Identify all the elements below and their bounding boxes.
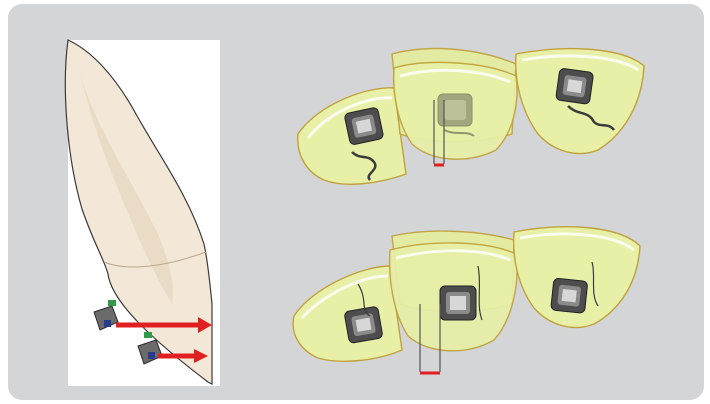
transfer-tray-bottom-icon [293, 227, 640, 373]
diagram-canvas [8, 4, 704, 400]
figure-background [8, 4, 704, 400]
transfer-tray-top-icon [298, 49, 644, 185]
marker-blue-icon [148, 352, 155, 359]
bracket-icon [344, 306, 383, 343]
bracket-icon [551, 278, 588, 313]
marker-green-icon [144, 332, 152, 338]
marker-green-icon [108, 300, 116, 306]
tooth-side-view-icon [65, 40, 212, 384]
bracket-icon [440, 286, 476, 320]
marker-blue-icon [104, 320, 111, 327]
bracket-icon [556, 68, 594, 104]
bracket-icon [344, 107, 384, 145]
bracket-icon [438, 94, 472, 126]
